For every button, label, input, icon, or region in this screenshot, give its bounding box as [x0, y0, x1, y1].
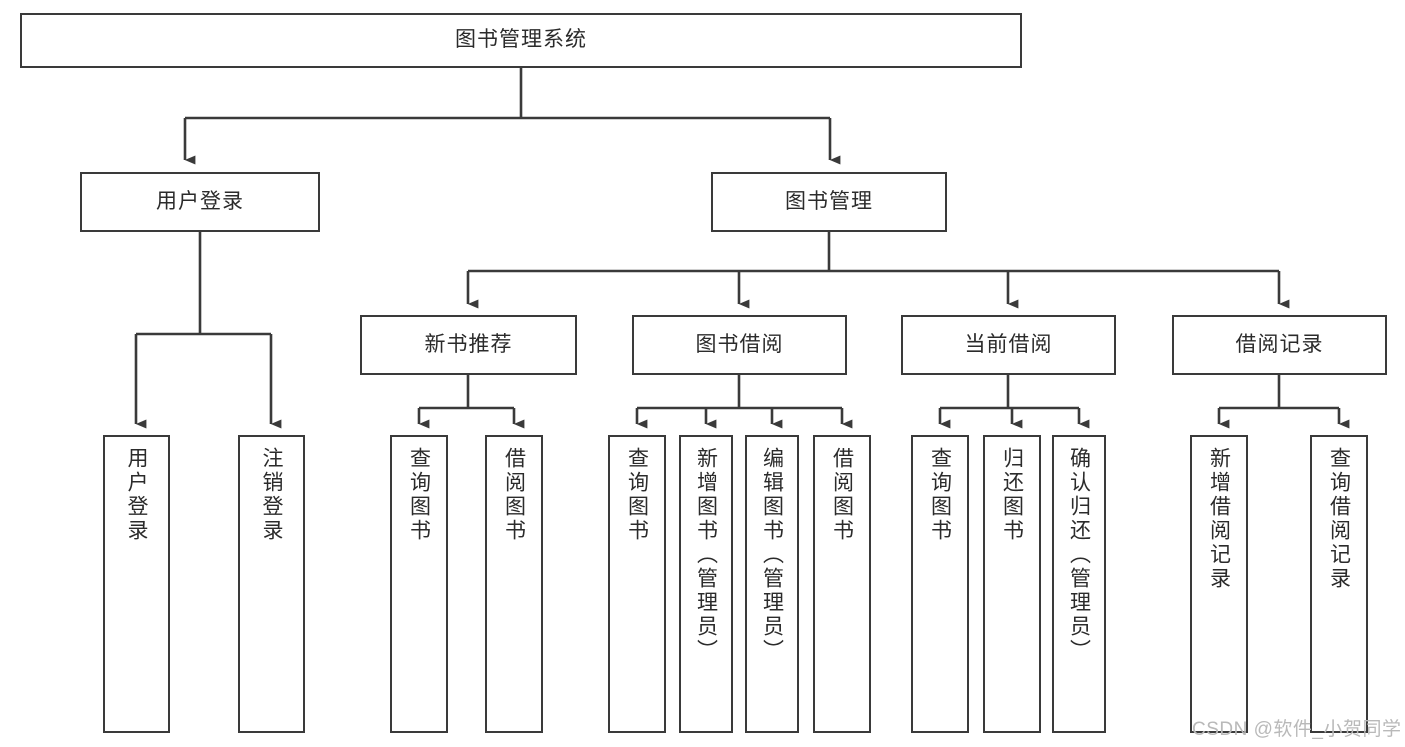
node-current-borrow-label: 当前借阅 — [964, 332, 1053, 356]
node-book-borrow-label: 图书借阅 — [695, 332, 784, 356]
leaf-borrow-book-nbr[interactable]: 借阅图书 — [485, 435, 543, 733]
csdn-watermark: CSDN @软件_小贺同学 — [1192, 719, 1402, 740]
node-borrow-record[interactable]: 借阅记录 — [1172, 315, 1387, 375]
node-user-login[interactable]: 用户登录 — [80, 172, 320, 232]
leaf-add-book-admin-label: 新增图书（管理员） — [694, 447, 718, 663]
node-user-login-label: 用户登录 — [156, 189, 244, 213]
node-root-label: 图书管理系统 — [455, 28, 587, 52]
leaf-edit-book-admin[interactable]: 编辑图书（管理员） — [745, 435, 799, 733]
leaf-confirm-return-admin-label: 确认归还（管理员） — [1067, 447, 1091, 663]
leaf-query-book-bb-label: 查询图书 — [625, 447, 649, 543]
leaf-add-borrow-record-label: 新增借阅记录 — [1207, 447, 1231, 591]
node-new-book-recommend[interactable]: 新书推荐 — [360, 315, 577, 375]
leaf-borrow-book-nbr-label: 借阅图书 — [502, 447, 526, 543]
leaf-add-borrow-record[interactable]: 新增借阅记录 — [1190, 435, 1248, 733]
leaf-query-book-nbr-label: 查询图书 — [407, 447, 431, 543]
node-book-management-label: 图书管理 — [785, 189, 873, 213]
node-current-borrow[interactable]: 当前借阅 — [901, 315, 1116, 375]
node-book-management[interactable]: 图书管理 — [711, 172, 947, 232]
node-new-book-recommend-label: 新书推荐 — [424, 332, 513, 356]
leaf-query-borrow-record[interactable]: 查询借阅记录 — [1310, 435, 1368, 733]
node-book-borrow[interactable]: 图书借阅 — [632, 315, 847, 375]
leaf-return-book[interactable]: 归还图书 — [983, 435, 1041, 733]
leaf-query-book-bb[interactable]: 查询图书 — [608, 435, 666, 733]
leaf-borrow-book-bb[interactable]: 借阅图书 — [813, 435, 871, 733]
leaf-borrow-book-bb-label: 借阅图书 — [830, 447, 854, 543]
leaf-query-borrow-record-label: 查询借阅记录 — [1327, 447, 1351, 591]
leaf-query-book-cb-label: 查询图书 — [928, 447, 952, 543]
leaf-logout-label: 注销登录 — [260, 447, 284, 543]
leaf-add-book-admin[interactable]: 新增图书（管理员） — [679, 435, 733, 733]
leaf-edit-book-admin-label: 编辑图书（管理员） — [760, 447, 784, 663]
node-borrow-record-label: 借阅记录 — [1235, 332, 1324, 356]
leaf-logout[interactable]: 注销登录 — [238, 435, 305, 733]
leaf-confirm-return-admin[interactable]: 确认归还（管理员） — [1052, 435, 1106, 733]
leaf-query-book-nbr[interactable]: 查询图书 — [390, 435, 448, 733]
leaf-query-book-cb[interactable]: 查询图书 — [911, 435, 969, 733]
node-root[interactable]: 图书管理系统 — [20, 13, 1022, 68]
leaf-user-login[interactable]: 用户登录 — [103, 435, 170, 733]
leaf-user-login-label: 用户登录 — [125, 447, 149, 543]
leaf-return-book-label: 归还图书 — [1000, 447, 1024, 543]
